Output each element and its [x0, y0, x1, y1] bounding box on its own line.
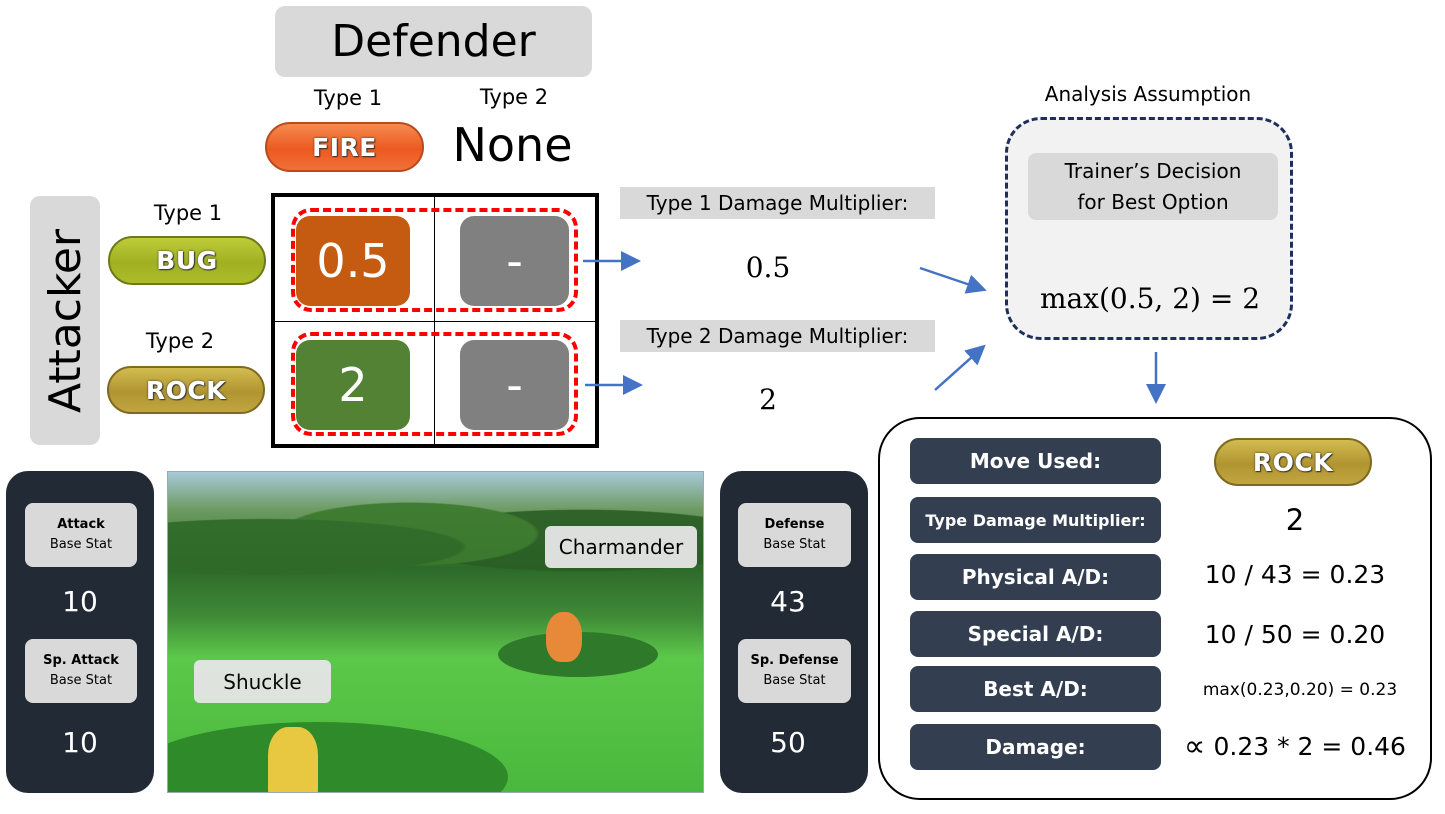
arrow-icon: [934, 344, 986, 391]
matrix-cell-r2c1: 2: [296, 340, 410, 430]
defender-type1-label: Type 1: [313, 86, 383, 110]
defense-label: Defense: [764, 517, 825, 532]
spdefense-label: Sp. Defense: [750, 653, 839, 668]
charmander-sprite: [546, 612, 582, 662]
attacker-type2-badge: ROCK: [107, 366, 265, 414]
matrix-cell-r1c2: -: [460, 216, 569, 306]
move-used-badge: ROCK: [1214, 438, 1372, 486]
special-ad-label: Special A/D:: [910, 611, 1161, 657]
type2-multiplier-label: Type 2 Damage Multiplier:: [620, 320, 935, 352]
best-ad-label: Best A/D:: [910, 666, 1161, 712]
type-multiplier-label: Type Damage Multiplier:: [910, 497, 1161, 543]
attacker-type2-label: Type 2: [145, 329, 215, 353]
defense-value: 43: [770, 584, 806, 618]
best-ad-value: max(0.23,0.20) = 0.23: [1202, 680, 1398, 700]
shuckle-sprite: [268, 727, 318, 792]
attacker-type1-badge: BUG: [108, 236, 266, 285]
assumption-title: Analysis Assumption: [1044, 82, 1252, 106]
special-ad-value: 10 / 50 = 0.20: [1204, 619, 1386, 649]
damage-label: Damage:: [910, 724, 1161, 770]
attacker-title-box: Attacker: [30, 196, 100, 445]
defender-title: Defender: [275, 6, 592, 77]
charmander-label: Charmander: [545, 526, 697, 568]
row2-highlight: [291, 332, 578, 436]
type2-multiplier-value: 2: [759, 382, 777, 416]
spattack-sublabel: Base Stat: [49, 673, 113, 688]
matrix-cell-r2c2: -: [460, 340, 569, 430]
attack-sublabel: Base Stat: [49, 537, 113, 552]
physical-ad-value: 10 / 43 = 0.23: [1204, 559, 1386, 589]
attack-label: Attack: [57, 517, 105, 532]
physical-ad-label: Physical A/D:: [910, 554, 1161, 600]
defense-sublabel: Base Stat: [763, 537, 826, 552]
assumption-formula: max(0.5, 2) = 2: [1039, 281, 1261, 315]
spattack-label: Sp. Attack: [43, 653, 119, 668]
row1-highlight: [291, 208, 578, 312]
attacker-platform: [168, 722, 508, 792]
spdefense-value: 50: [770, 725, 806, 759]
damage-value: 0.23 * 2 = 0.46: [1213, 731, 1406, 761]
arrow-icon: [919, 266, 987, 294]
attacker-type1-label: Type 1: [153, 201, 223, 225]
move-used-label: Move Used:: [910, 438, 1161, 484]
defender-type2-value: None: [452, 118, 573, 172]
type1-multiplier-label: Type 1 Damage Multiplier:: [620, 187, 935, 219]
matrix-divider-h: [275, 321, 595, 322]
defender-type2-label: Type 2: [479, 85, 549, 109]
result-box: [878, 417, 1432, 800]
spdefense-sublabel: Base Stat: [763, 673, 826, 688]
damage-value-row: ∝ 0.23 * 2 = 0.46: [1165, 723, 1425, 769]
type-multiplier-value: 2: [1285, 503, 1305, 537]
battle-scene: [167, 471, 704, 793]
defender-type1-badge: FIRE: [265, 122, 424, 172]
matrix-divider-v: [434, 197, 435, 444]
attack-value: 10: [62, 584, 98, 618]
proportional-icon: ∝: [1184, 728, 1206, 764]
shuckle-label: Shuckle: [194, 660, 331, 703]
spattack-value: 10: [62, 725, 98, 759]
matrix-cell-r1c1: 0.5: [296, 216, 410, 306]
type1-multiplier-value: 0.5: [745, 250, 791, 284]
trainer-decision-label: Trainer’s Decision for Best Option: [1028, 153, 1278, 220]
type-matrix: [271, 193, 599, 448]
